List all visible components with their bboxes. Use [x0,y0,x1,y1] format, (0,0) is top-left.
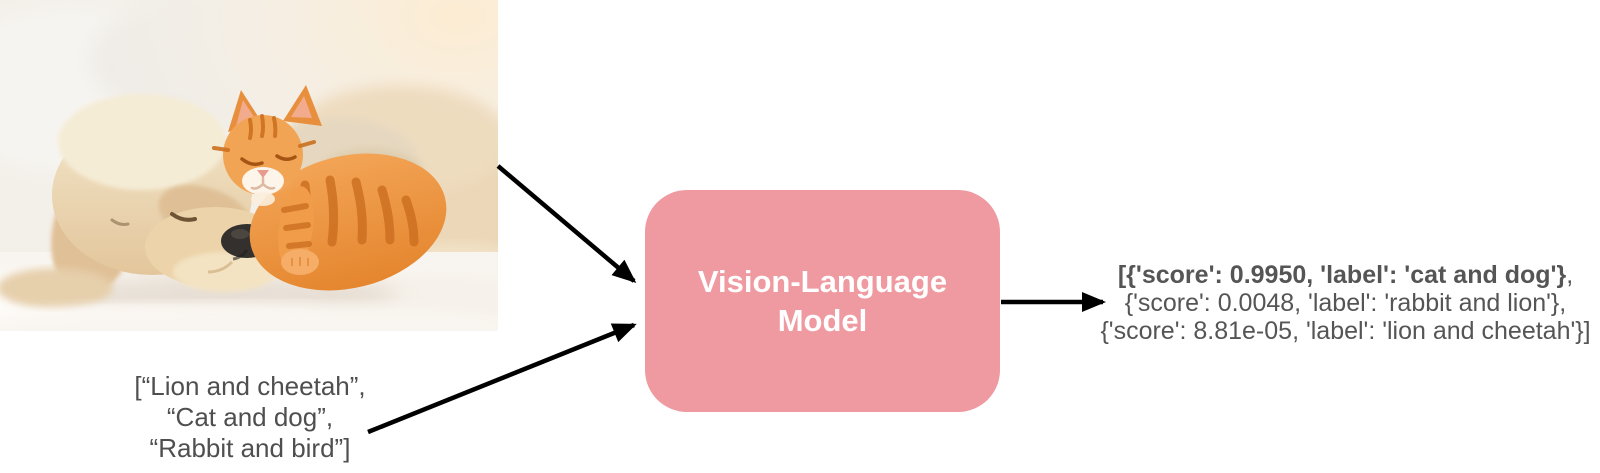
candidate-labels-line-3: “Rabbit and bird”] [149,433,351,463]
kitten [212,85,447,291]
output-line-2: {'score': 0.0048, 'label': 'rabbit and l… [1124,289,1567,317]
model-box-label: Vision-Language Model [697,264,948,338]
candidate-labels-line-1: [“Lion and cheetah”, [134,371,366,401]
puppy [0,94,285,308]
output-line-1: [{'score': 0.9950, 'label': 'cat and dog… [1093,261,1598,289]
model-box: Vision-Language Model [645,190,1000,412]
output-line-1-tail: , [1566,261,1574,289]
output-scores-text: [{'score': 0.9950, 'label': 'cat and dog… [1093,261,1598,345]
arrow-image-to-model [496,164,637,283]
input-image [0,0,498,331]
candidate-labels-line-2: “Cat and dog”, [166,402,334,432]
output-line-1-bold: [{'score': 0.9950, 'label': 'cat and dog… [1117,261,1567,289]
output-line-3: {'score': 8.81e-05, 'label': 'lion and c… [1100,317,1591,345]
arrow-labels-to-model [367,322,637,435]
candidate-labels-text: [“Lion and cheetah”, “Cat and dog”, “Rab… [118,371,382,464]
